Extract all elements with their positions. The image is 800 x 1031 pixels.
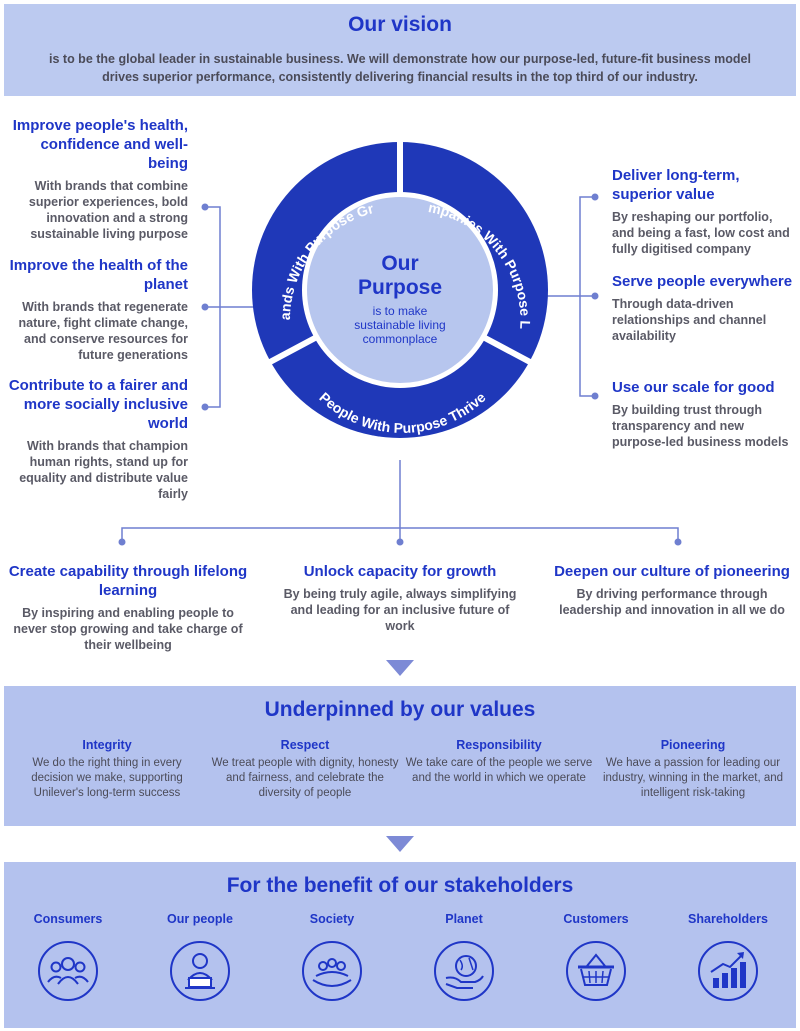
person-laptop-icon [170, 941, 230, 1001]
purpose-title-2: Purpose [357, 276, 443, 299]
stakeholder-customers: Customers [536, 912, 656, 1001]
stakeholder-shareholders: Shareholders [668, 912, 788, 1001]
left-goal-fairer: Contribute to a fairer and more socially… [8, 376, 188, 502]
value-desc: We treat people with dignity, honesty an… [211, 757, 399, 799]
value-integrity: Integrity We do the right thing in every… [12, 738, 202, 801]
right-connector [545, 196, 595, 397]
bottom-connector [121, 460, 679, 540]
goal-title: Contribute to a fairer and more socially… [8, 377, 188, 432]
purpose-text-2: sustainable living [354, 318, 446, 332]
value-responsibility: Responsibility We take care of the peopl… [404, 738, 594, 786]
goal-title: Deepen our culture of pioneering [554, 563, 790, 580]
stakeholders-title: For the benefit of our stakeholders [226, 874, 574, 897]
down-arrow-icon [386, 660, 414, 676]
connector-dot [118, 538, 126, 546]
goal-desc: By inspiring and enabling people to neve… [13, 606, 243, 652]
value-name: Responsibility [456, 738, 542, 752]
goal-desc: By building trust through transparency a… [612, 403, 789, 449]
vision-banner: Our vision is to be the global leader in… [4, 4, 796, 96]
goal-title: Improve the health of the planet [9, 257, 188, 293]
purpose-text-3: commonplace [362, 332, 438, 346]
right-goal-serve: Serve people everywhere Through data-dri… [612, 272, 796, 344]
right-goal-value: Deliver long-term, superior value By res… [612, 166, 796, 257]
stakeholders-banner: For the benefit of our stakeholders Cons… [4, 862, 796, 1028]
goal-desc: With brands that champion human rights, … [19, 439, 188, 501]
left-goal-health: Improve people's health, confidence and … [8, 116, 188, 242]
connector-dot [591, 392, 599, 400]
goal-desc: By driving performance through leadershi… [559, 587, 785, 617]
goal-desc: Through data-driven relationships and ch… [612, 297, 767, 343]
growth-chart-icon [698, 941, 758, 1001]
stakeholder-planet: Planet [404, 912, 524, 1001]
value-desc: We take care of the people we serve and … [405, 757, 593, 784]
value-respect: Respect We treat people with dignity, ho… [210, 738, 400, 801]
connector-dot [201, 203, 209, 211]
goal-title: Deliver long-term, superior value [612, 167, 740, 203]
stakeholder-name: Customers [563, 912, 629, 926]
stakeholder-consumers: Consumers [8, 912, 128, 1001]
connector-dot [201, 303, 209, 311]
value-desc: We do the right thing in every decision … [31, 757, 183, 799]
stakeholder-name: Planet [445, 912, 483, 926]
purpose-title-1: Our [381, 252, 419, 275]
purpose-center-text: Our Purpose is to make sustainable livin… [320, 252, 480, 346]
bottom-goal-capability: Create capability through lifelong learn… [8, 562, 248, 653]
value-desc: We have a passion for leading our indust… [602, 757, 784, 799]
right-goal-scale: Use our scale for good By building trust… [612, 378, 796, 450]
purpose-text-1: is to make [372, 304, 428, 318]
bottom-goal-capacity: Unlock capacity for growth By being trul… [280, 562, 520, 634]
value-pioneering: Pioneering We have a passion for leading… [598, 738, 788, 801]
consumers-icon [38, 941, 98, 1001]
connector-dot [674, 538, 682, 546]
left-goal-planet: Improve the health of the planet With br… [8, 256, 188, 363]
stakeholder-name: Consumers [33, 912, 103, 926]
values-title: Underpinned by our values [264, 698, 536, 721]
vision-title: Our vision [348, 13, 452, 36]
globe-hand-icon [434, 941, 494, 1001]
goal-title: Create capability through lifelong learn… [8, 563, 248, 599]
goal-desc: With brands that combine superior experi… [28, 179, 188, 241]
stakeholder-name: Our people [167, 912, 233, 926]
stakeholder-name: Shareholders [688, 912, 768, 926]
society-icon [302, 941, 362, 1001]
goal-desc: By being truly agile, always simplifying… [283, 587, 517, 633]
left-connector [205, 206, 258, 408]
stakeholder-our-people: Our people [140, 912, 260, 1001]
connector-dot [396, 538, 404, 546]
vision-text: is to be the global leader in sustainabl… [49, 52, 751, 84]
stakeholder-name: Society [309, 912, 355, 926]
values-banner: Underpinned by our values Integrity We d… [4, 686, 796, 826]
connector-dot [591, 193, 599, 201]
connector-dot [201, 403, 209, 411]
goal-title: Unlock capacity for growth [303, 563, 497, 580]
goal-title: Use our scale for good [612, 379, 775, 396]
purpose-center [307, 197, 493, 383]
goal-title: Serve people everywhere [612, 273, 793, 290]
value-name: Pioneering [660, 738, 726, 752]
basket-icon [566, 941, 626, 1001]
stakeholder-society: Society [272, 912, 392, 1001]
value-name: Respect [280, 738, 330, 752]
goal-desc: By reshaping our portfolio, and being a … [612, 210, 790, 256]
goal-desc: With brands that regenerate nature, figh… [18, 300, 188, 362]
purpose-ring-diagram: Brands With Purpose Grow Companies With … [118, 142, 682, 546]
value-name: Integrity [82, 738, 132, 752]
goal-title: Improve people's health, confidence and … [12, 117, 188, 172]
bottom-goal-pioneering: Deepen our culture of pioneering By driv… [552, 562, 792, 618]
down-arrow-icon [386, 836, 414, 852]
connector-dot [591, 292, 599, 300]
